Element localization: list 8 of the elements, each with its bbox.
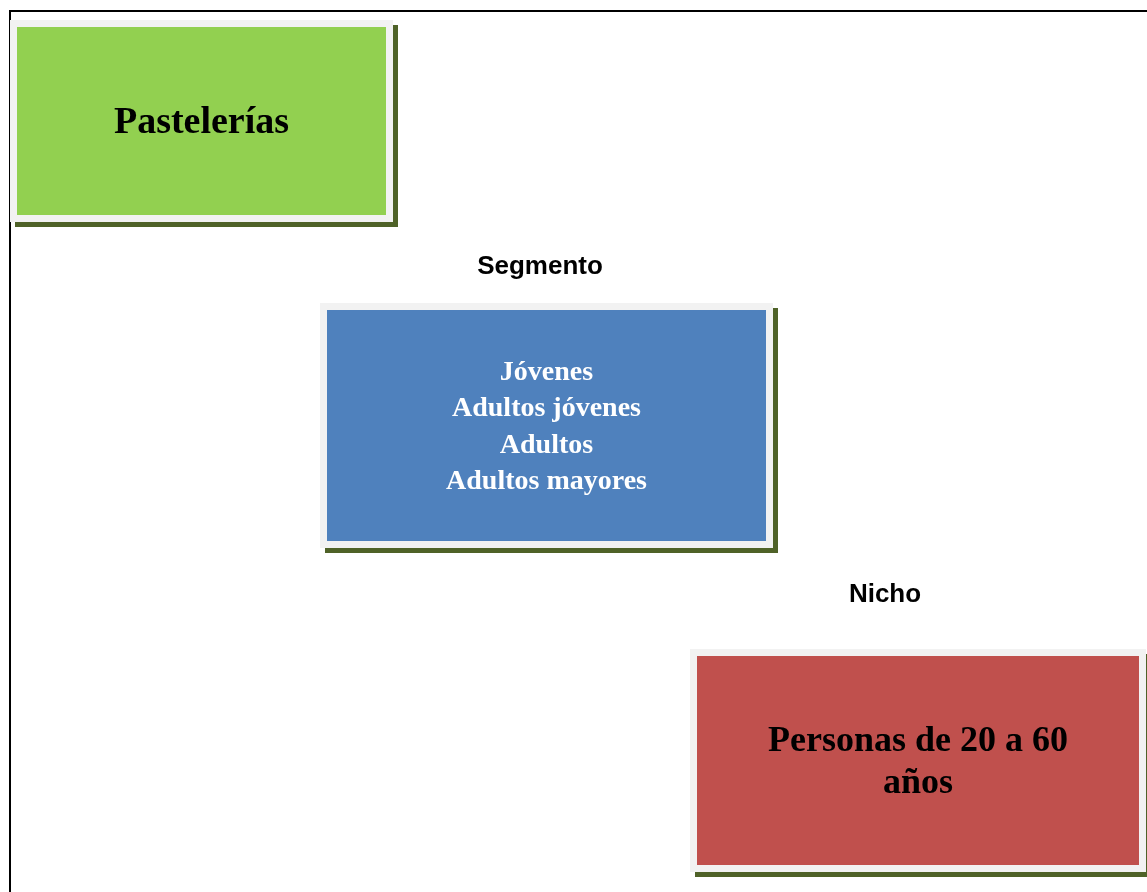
box-text: Pastelerías [113,98,290,144]
heading: Nicho [848,578,922,609]
heading: Segmento [477,250,603,281]
box-text: Adultos mayores [446,462,647,497]
box-text: Jóvenes [499,353,594,388]
box-text: Adultos jóvenes [452,390,641,425]
box-text: Adultos [499,426,594,461]
box-text: Personas de 20 a 60 años [767,719,1069,802]
